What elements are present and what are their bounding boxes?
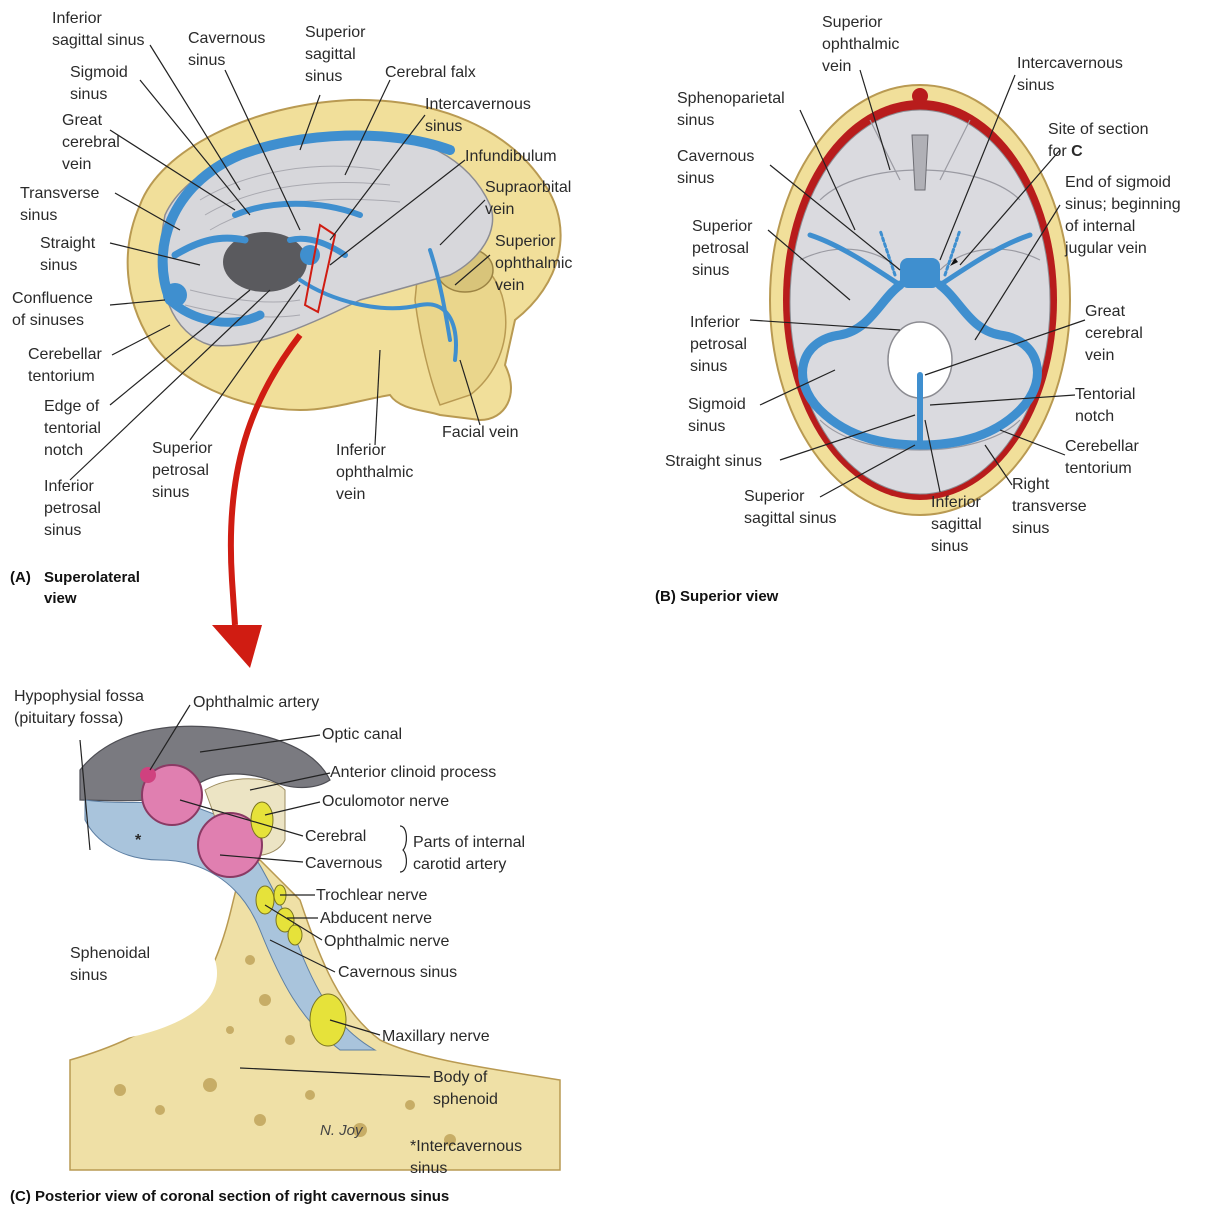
label-superior-sagittal-sinus-b: Superior sagittal sinus [744,486,837,530]
label-parts-of-ica: Parts of internal carotid artery [413,832,525,876]
label-inferior-sagittal-sinus-a: Inferior sagittal sinus [52,8,145,52]
label-site-of-section-b: Site of section for C [1048,119,1149,163]
label-cerebral-falx-a: Cerebral falx [385,62,476,84]
label-hypophysial-fossa: Hypophysial fossa (pituitary fossa) [14,686,144,730]
label-sphenoidal-sinus: Sphenoidal sinus [70,943,150,987]
label-cavernous-sinus-b: Cavernous sinus [677,146,754,190]
label-sigmoid-sinus-a: Sigmoid sinus [70,62,128,106]
label-tentorial-notch-b: Tentorial notch [1075,384,1135,428]
label-anterior-clinoid-process: Anterior clinoid process [330,762,496,784]
label-inferior-petrosal-sinus-b: Inferior petrosal sinus [690,312,747,378]
label-cavernous-part: Cavernous [305,853,382,875]
label-superior-petrosal-sinus-a: Superior petrosal sinus [152,438,212,504]
cranial-base-illustration-b [770,85,1070,515]
label-cerebellar-tentorium-a: Cerebellar tentorium [28,344,102,388]
label-ophthalmic-nerve: Ophthalmic nerve [324,931,449,953]
label-superior-ophthalmic-vein-a: Superior ophthalmic vein [495,231,572,297]
label-transverse-sinus-a: Transverse sinus [20,183,99,227]
asterisk-marker: * [135,830,141,852]
label-confluence-of-sinuses-a: Confluence of sinuses [12,288,93,332]
label-sigmoid-sinus-b: Sigmoid sinus [688,394,746,438]
label-body-of-sphenoid: Body of sphenoid [433,1067,498,1111]
label-straight-sinus-b: Straight sinus [665,451,762,473]
label-ophthalmic-artery: Ophthalmic artery [193,692,319,714]
label-right-transverse-sinus-b: Right transverse sinus [1012,474,1087,540]
label-intercavernous-footnote: *Intercavernous sinus [410,1136,522,1180]
label-great-cerebral-vein-a: Great cerebral vein [62,110,120,176]
label-straight-sinus-a: Straight sinus [40,233,95,277]
caption-prefix-a: (A) [10,567,31,588]
label-site-of-section-letter: C [1071,143,1083,160]
label-maxillary-nerve: Maxillary nerve [382,1026,490,1048]
label-cavernous-sinus-c: Cavernous sinus [338,962,457,984]
label-end-of-sigmoid-b: End of sigmoid sinus; beginning of inter… [1065,172,1181,260]
label-inferior-ophthalmic-vein-a: Inferior ophthalmic vein [336,440,413,506]
label-intercavernous-sinus-a: Intercavernous sinus [425,94,531,138]
label-supraorbital-vein-a: Supraorbital vein [485,177,571,221]
caption-c: (C) Posterior view of coronal section of… [10,1186,449,1207]
label-cerebral-part: Cerebral [305,826,366,848]
label-optic-canal: Optic canal [322,724,402,746]
label-intercavernous-sinus-b: Intercavernous sinus [1017,53,1123,97]
caption-b: (B) Superior view [655,586,778,607]
label-cavernous-sinus-a: Cavernous sinus [188,28,265,72]
label-abducent-nerve: Abducent nerve [320,908,432,930]
caption-a: Superolateral view [44,567,140,609]
label-sphenoparietal-sinus-b: Sphenoparietal sinus [677,88,785,132]
label-superior-petrosal-sinus-b: Superior petrosal sinus [692,216,752,282]
label-facial-vein-a: Facial vein [442,422,518,444]
label-superior-ophthalmic-vein-b: Superior ophthalmic vein [822,12,899,78]
label-infundibulum-a: Infundibulum [465,146,557,168]
label-edge-of-tentorial-notch-a: Edge of tentorial notch [44,396,101,462]
label-superior-sagittal-sinus-a: Superior sagittal sinus [305,22,365,88]
label-great-cerebral-vein-b: Great cerebral vein [1085,301,1143,367]
artist-signature: N. Joy [320,1120,363,1142]
label-inferior-petrosal-sinus-a: Inferior petrosal sinus [44,476,101,542]
label-oculomotor-nerve: Oculomotor nerve [322,791,449,813]
label-trochlear-nerve: Trochlear nerve [316,885,427,907]
label-inferior-sagittal-sinus-b: Inferior sagittal sinus [931,492,982,558]
